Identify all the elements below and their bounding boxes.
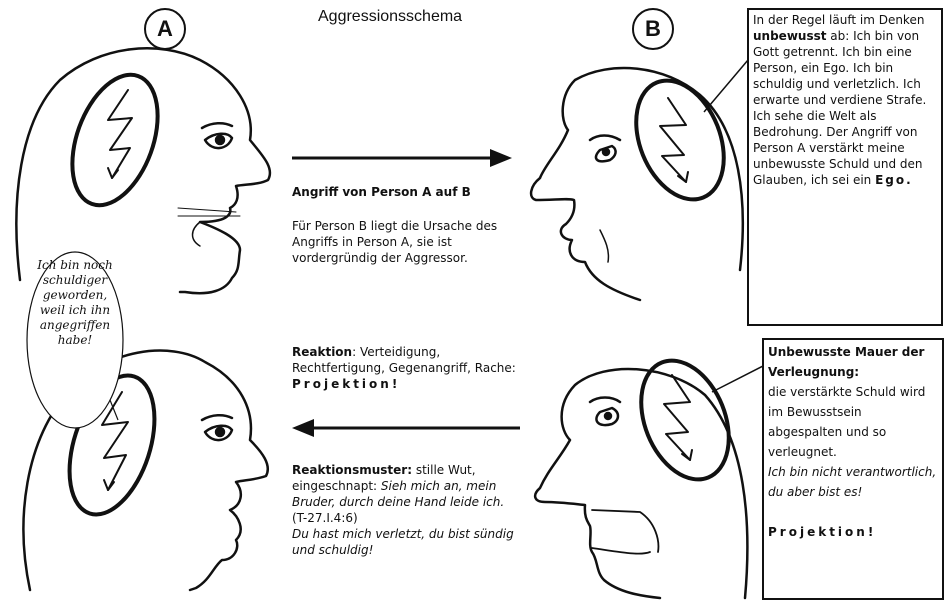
box-bottom-emphasis: Projektion!: [768, 525, 876, 539]
head-b-top: [531, 68, 743, 300]
pattern-text: Reaktionsmuster: stille Wut, eingeschnap…: [292, 462, 517, 558]
box-top-text-1: In der Regel läuft im Denken: [753, 13, 924, 27]
box-wall-of-denial: Unbewusste Mauer der Verleugnung: die ver…: [762, 338, 944, 600]
arrow-reaction: [292, 419, 520, 437]
pointer-line-bottom: [712, 365, 765, 392]
box-bottom-text: die verstärkte Schuld wird im Bewusstsei…: [768, 385, 925, 459]
reaction-text: Reaktion: Verteidigung, Rechtfertigung, …: [292, 344, 524, 392]
box-top-text-2: ab: Ich bin von Gott getrennt. Ich bin e…: [753, 29, 926, 187]
head-b-bottom: [535, 348, 747, 598]
box-top-bold-1: unbewusst: [753, 29, 826, 43]
box-unconscious-guilt: In der Regel läuft im Denken unbewusst a…: [747, 8, 943, 326]
reaction-emphasis: Projektion!: [292, 377, 400, 391]
box-top-bold-2: Ego.: [875, 173, 913, 187]
pointer-line-top: [704, 60, 748, 112]
pattern-ref: (T-27.I.4:6): [292, 511, 358, 525]
label-b: B: [632, 8, 674, 50]
attack-heading: Angriff von Person A auf B: [292, 184, 542, 200]
head-a-top: [16, 48, 270, 293]
reaction-label: Reaktion: [292, 345, 352, 359]
box-bottom-heading: Unbewusste Mauer der Verleugnung:: [768, 345, 924, 379]
box-bottom-quote: Ich bin nicht verantwortlich, du aber bi…: [768, 465, 936, 499]
pattern-accusation: Du hast mich verletzt, du bist sündig un…: [292, 527, 514, 557]
arrow-attack: [292, 149, 512, 167]
pattern-label: Reaktionsmuster:: [292, 463, 412, 477]
attack-text: Für Person B liegt die Ursache des Angri…: [292, 218, 527, 266]
speech-text-a: Ich bin noch schuldiger geworden, weil i…: [36, 258, 114, 348]
diagram-title: Aggressionsschema: [318, 8, 462, 26]
label-a: A: [144, 8, 186, 50]
